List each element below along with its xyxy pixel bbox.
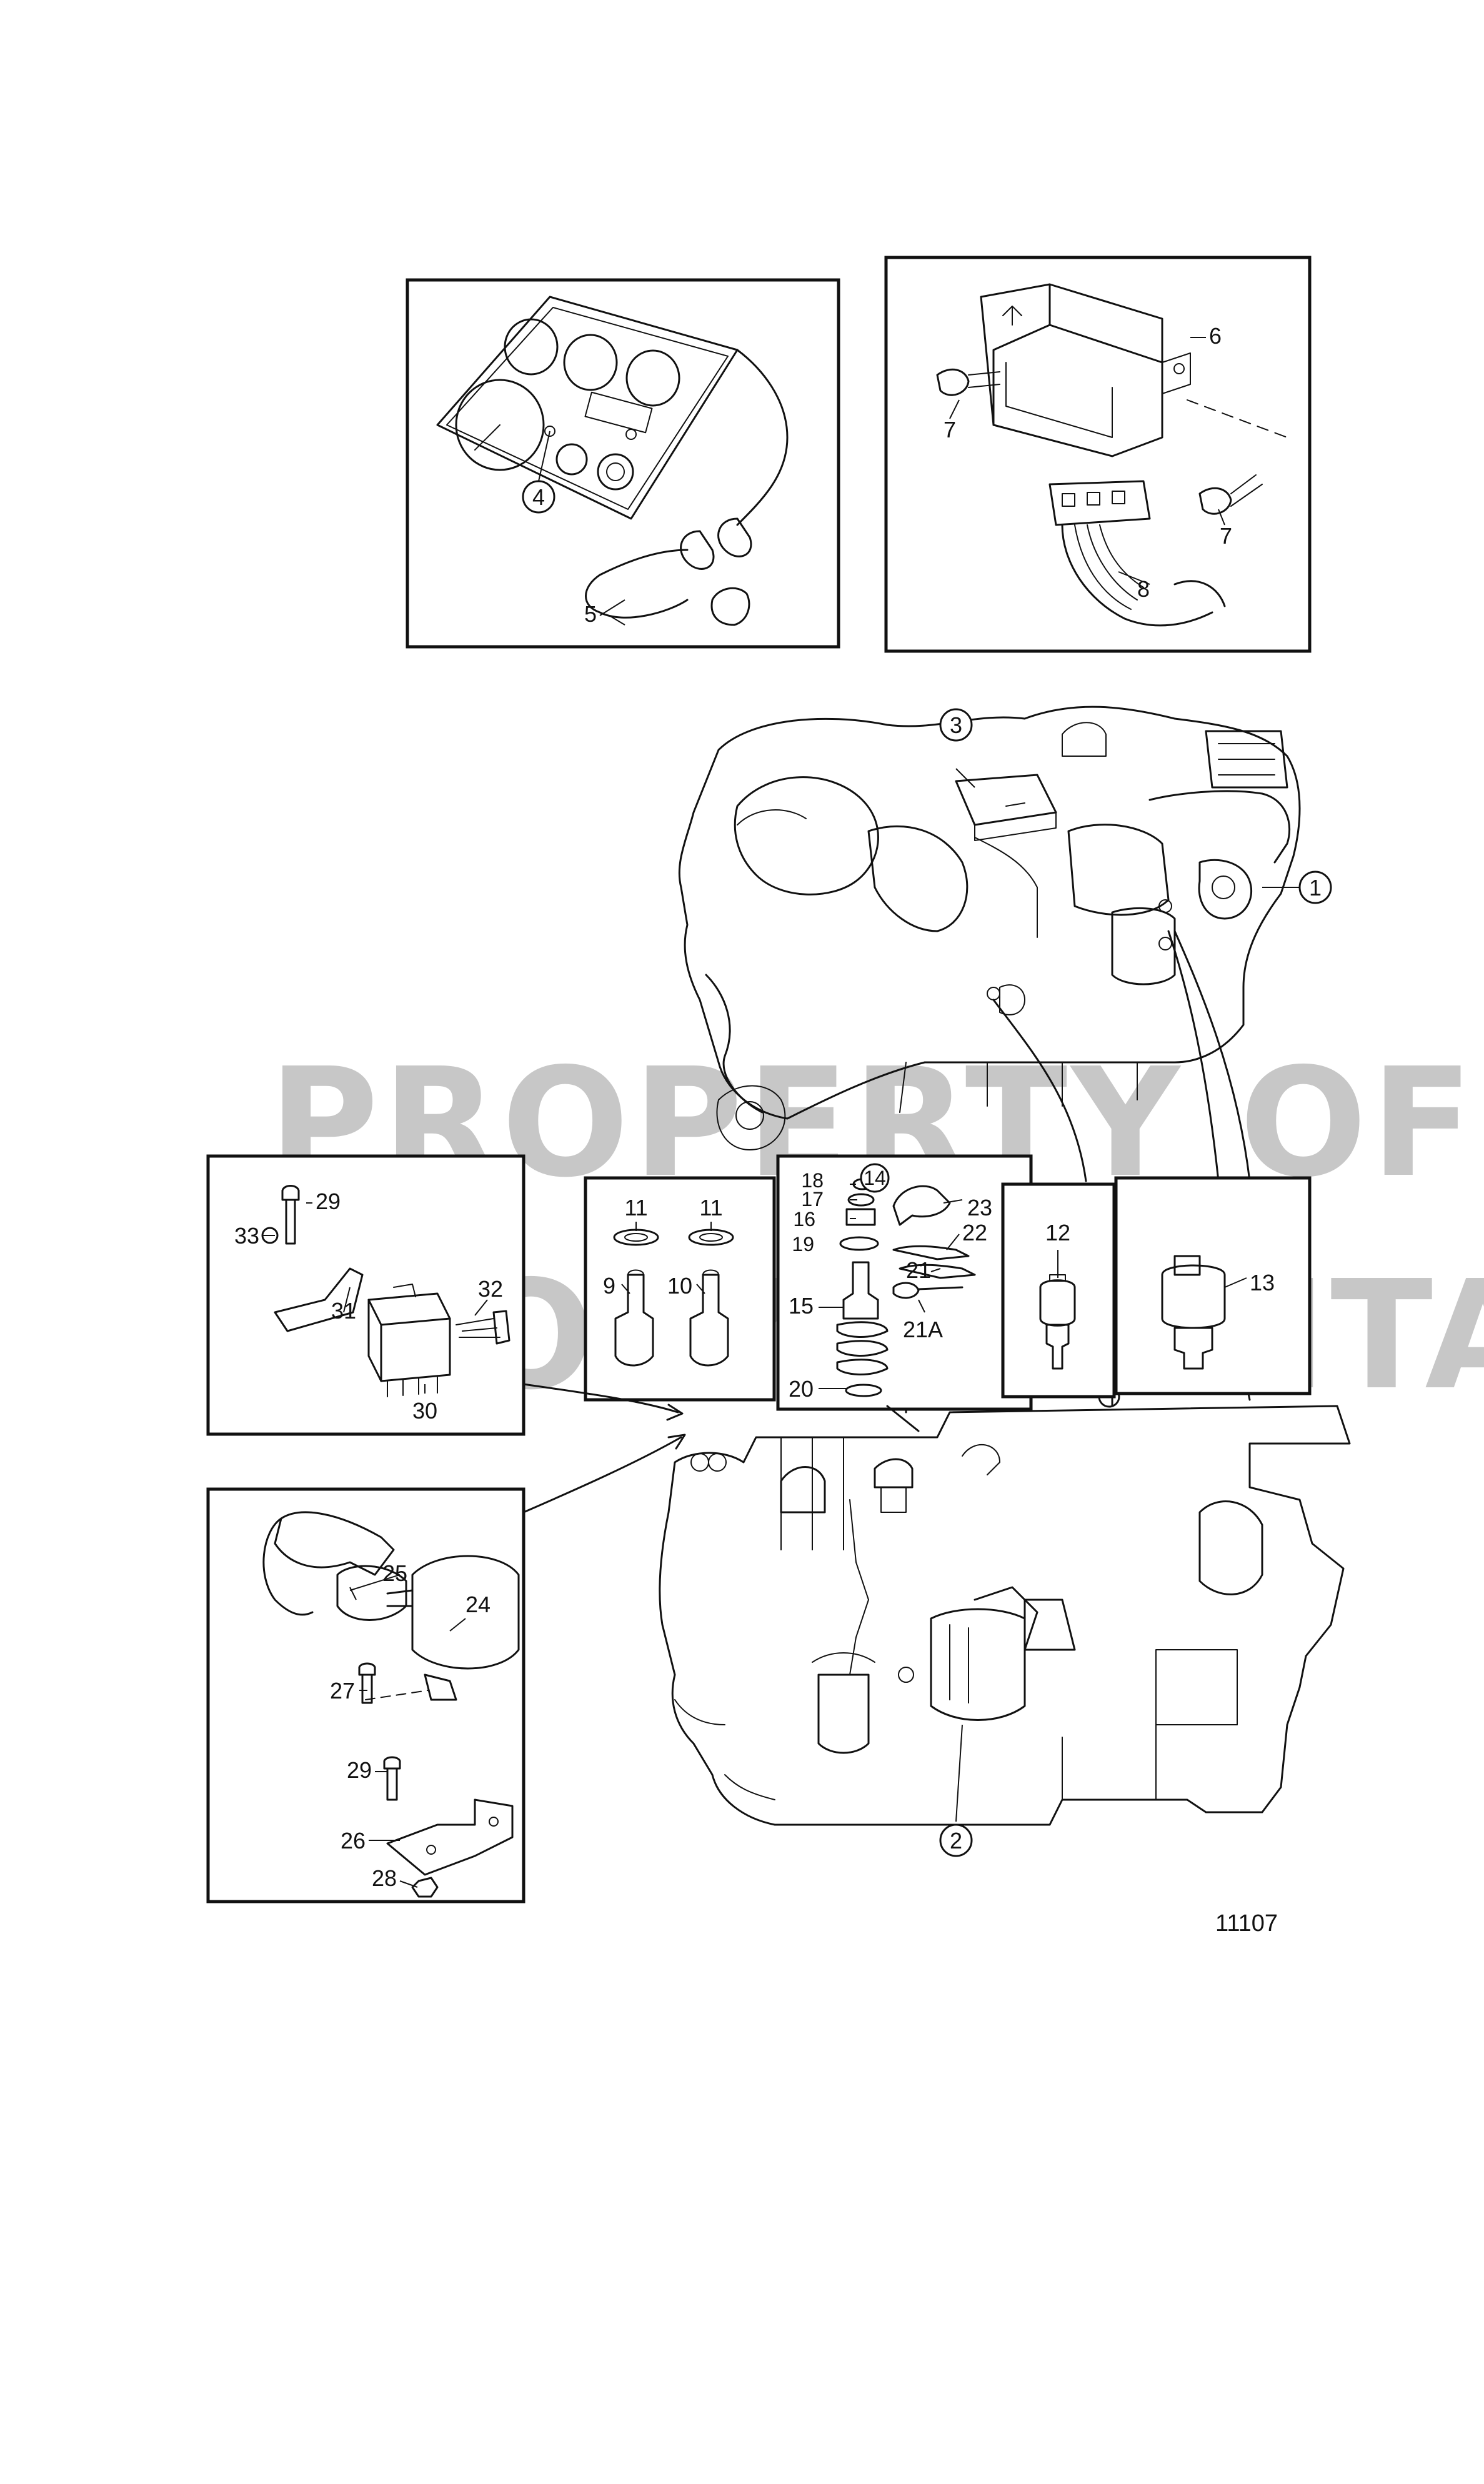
callout-18: 18 — [801, 1169, 824, 1192]
gauge-icon — [563, 334, 618, 391]
leader-lines — [262, 337, 1300, 1888]
callout-5: 5 — [584, 601, 597, 627]
callout-28: 28 — [372, 1865, 397, 1891]
callout-7a: 7 — [944, 417, 956, 442]
mounting-bracket-icon — [386, 1798, 514, 1876]
callout-6: 6 — [1209, 323, 1222, 349]
gauge-icon — [504, 318, 559, 376]
box-sensor-kit — [776, 1154, 1033, 1411]
terminal-icon — [892, 1245, 970, 1260]
spring-icon — [836, 1321, 889, 1375]
callout-26: 26 — [341, 1828, 366, 1853]
callout-circle — [1298, 870, 1332, 904]
callout-14: 14 — [864, 1167, 886, 1189]
temp-sender-icon — [614, 1274, 654, 1367]
screw-icon — [456, 1318, 500, 1338]
callout-19: 19 — [792, 1233, 814, 1255]
callout-11a: 11 — [624, 1195, 647, 1220]
callout-10: 10 — [667, 1273, 692, 1299]
callout-3: 3 — [950, 712, 962, 738]
callout-9: 9 — [603, 1273, 615, 1299]
callout-circle — [939, 1823, 973, 1857]
callout-33: 33 — [234, 1223, 259, 1249]
callout-24: 24 — [466, 1592, 491, 1617]
callout-29b: 29 — [347, 1757, 372, 1783]
harness-cable — [736, 349, 789, 526]
heater-body-icon — [411, 1555, 520, 1670]
pressure-switch-icon — [1161, 1264, 1226, 1329]
heater-shell-icon — [274, 1511, 395, 1576]
pointer-arrows — [522, 1383, 920, 1514]
relay-icon — [367, 1292, 451, 1382]
box-sender-12 — [1001, 1182, 1116, 1399]
callout-31: 31 — [331, 1298, 356, 1324]
sensor-wires — [992, 930, 1251, 1182]
callout-30: 30 — [412, 1398, 437, 1424]
callout-4: 4 — [532, 484, 545, 510]
relay-bracket-icon — [274, 1267, 364, 1332]
callout-22: 22 — [962, 1220, 987, 1245]
box-sender-13 — [1114, 1176, 1312, 1395]
callout-1: 1 — [1309, 875, 1322, 900]
sensor-body-icon — [842, 1261, 879, 1320]
screw-icon — [1198, 487, 1232, 515]
figure-number: 11107 — [1215, 1910, 1278, 1937]
callout-circle — [939, 708, 973, 742]
callout-21a: 21A — [903, 1317, 943, 1342]
wiring-harness — [1061, 524, 1213, 627]
o-ring-icon — [845, 1384, 882, 1397]
callout-32: 32 — [478, 1276, 503, 1302]
callout-2: 2 — [950, 1828, 962, 1853]
callout-29a: 29 — [316, 1189, 341, 1214]
gauge-icon — [625, 349, 680, 407]
box-temp-senders — [584, 1176, 776, 1402]
callout-8: 8 — [1137, 576, 1150, 602]
temp-sender-icon — [689, 1274, 729, 1367]
washer-icon — [839, 1236, 879, 1251]
nut-icon — [411, 1877, 439, 1898]
callout-7b: 7 — [1220, 523, 1232, 549]
callout-12: 12 — [1045, 1220, 1070, 1245]
callout-16: 16 — [793, 1208, 815, 1230]
box-control-unit — [884, 256, 1312, 653]
callout-11b: 11 — [699, 1195, 722, 1220]
callout-circle — [522, 480, 555, 514]
ring-terminal-icon — [892, 1282, 964, 1299]
box-heater — [206, 1487, 525, 1903]
callout-17: 17 — [801, 1188, 824, 1210]
callout-15: 15 — [789, 1293, 814, 1319]
screw-icon — [936, 368, 970, 396]
callout-23: 23 — [967, 1195, 992, 1220]
boot-icon — [892, 1185, 951, 1226]
callout-13: 13 — [1250, 1270, 1275, 1295]
callout-20: 20 — [789, 1376, 814, 1402]
callouts: 4 3 1 2 14 5 6 7 7 8 9 10 11 11 12 13 15… — [234, 323, 1332, 1937]
callout-27: 27 — [330, 1678, 355, 1703]
tachometer-icon — [455, 379, 545, 471]
callout-21: 21 — [906, 1257, 931, 1283]
box-instrument-panel — [406, 278, 840, 649]
callout-circle — [860, 1163, 890, 1193]
connector-plug-icon — [1048, 480, 1151, 526]
callout-25: 25 — [382, 1560, 407, 1586]
box-relay — [206, 1154, 525, 1436]
